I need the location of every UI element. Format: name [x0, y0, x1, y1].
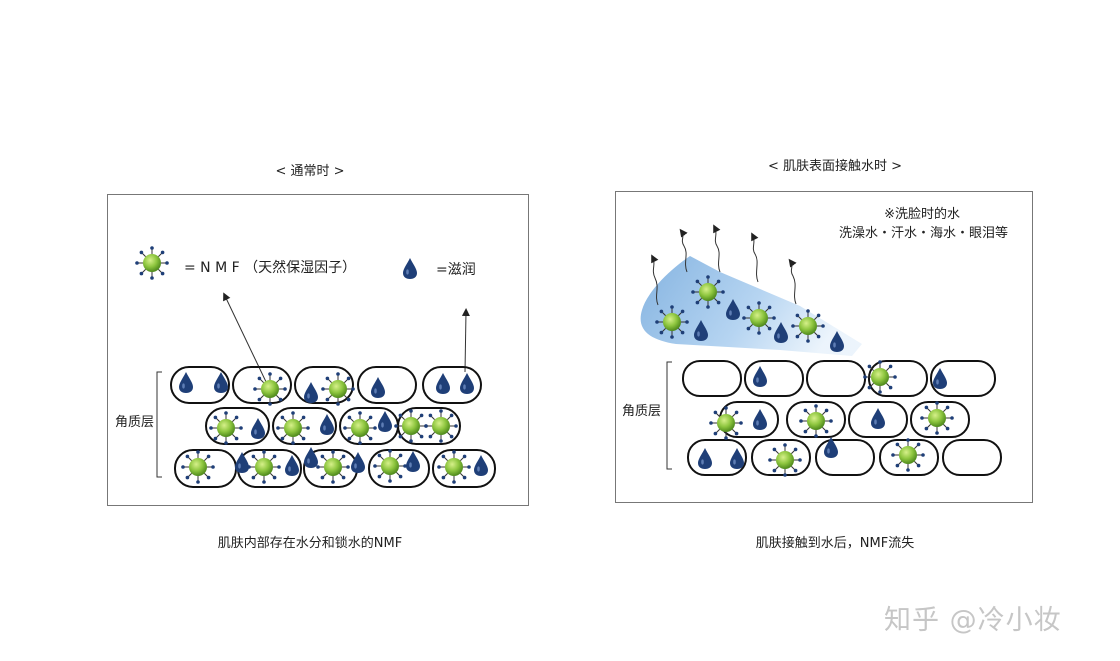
legend-nmf-icon	[135, 246, 169, 280]
surface-water-mist	[641, 256, 862, 356]
legend-water-drop-icon	[403, 258, 417, 279]
left-layer-bracket	[157, 372, 162, 477]
right-layer-bracket	[667, 362, 672, 469]
water-evaporate-arrow	[465, 312, 466, 372]
nmf-release-arrow	[225, 296, 268, 386]
